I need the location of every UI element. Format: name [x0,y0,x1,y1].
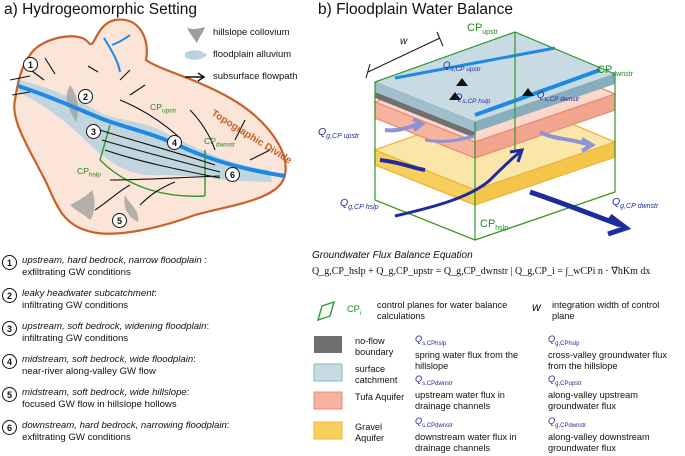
map-cp-dwnstr-label: CPdwnstr [204,136,236,149]
legend-alluvium: floodplain alluvium [213,49,292,60]
spring-dwnstr-icon [522,88,534,96]
map-cp-upstr-label: CPupstr [150,102,177,115]
hillslope-colluvium [66,85,78,122]
map-cp-hslp-label: CPhslp [77,166,101,179]
tufa-swatch [313,391,343,410]
drainage-channel-2 [474,68,601,117]
panel-a-title: a) Hydrogeomorphic Setting [4,1,197,18]
site-item-3: 3 upstream, soft bedrock, widening flood… [2,321,302,354]
cp-dwnstr-label: CPdwnstr [597,64,633,79]
legend-cp-i-desc: control planes for water balance calcula… [377,300,508,321]
qs-dwnstr-label: Qs,CP dwnstr [537,90,580,103]
site-list: 1 upstream, hard bedrock, narrow floodpl… [2,255,302,453]
no-flow-boundary [375,92,475,138]
w-dimension-line [365,31,444,79]
colluvium-swatch [187,27,205,43]
qg-dwnstr-arrow [529,189,632,237]
legend-w-desc: integration width of control plane [552,300,660,321]
spring-upstr-icon [456,78,468,86]
alluvium-swatch [185,50,207,60]
cp-upstr-label: CPupstr [467,22,498,37]
legend-tufa: Tufa Aquifer [355,392,405,402]
drainage-channel-1 [394,46,556,80]
hydrogeomorphic-map [9,18,287,235]
control-plane-box [374,31,616,241]
qg-upstr-arrow [384,117,426,133]
flowpath-arrow-icon [185,72,206,82]
qg-upstr-label: Qg,CP upstr [318,126,360,141]
cp-hslp-label: CPhslp [480,218,509,233]
qs-upstr-label: Qs,CP upstr [443,60,481,73]
cp-upstr-line [99,124,111,161]
legend-gravel: Gravel Aquifer [355,422,385,443]
qs-hslp-label: Qs,CP hslp [455,92,491,105]
river [17,84,286,178]
site-item-4: 4 midstream, soft bedrock, wide floodpla… [2,354,302,387]
map-marker-6: 6 [225,167,240,182]
map-marker-5: 5 [112,213,127,228]
panel-b-legend-swatches [313,300,343,440]
site-item-5: 5 midstream, soft bedrock, wide hillslop… [2,387,302,420]
site-item-1: 1 upstream, hard bedrock, narrow floodpl… [2,255,302,288]
site-item-6: 6 downstream, hard bedrock, narrowing fl… [2,420,302,453]
qg-upstr-gravel-arrow [379,158,426,172]
headwater-tributary [103,34,131,73]
map-marker-2: 2 [78,89,93,104]
map-marker-3: 3 [86,124,101,139]
qg-hslp-arrow [394,148,525,218]
legend-colluvium: hillslope collovium [213,27,290,38]
legend-noflow: no-flow boundary [355,336,394,357]
equation-title: Groundwater Flux Balance Equation [312,250,473,261]
legend-w-symbol: w [532,300,541,314]
subsurface-flowpaths [9,57,271,211]
noflow-swatch [314,336,342,353]
floodplain-block-diagram [365,31,632,241]
panel-a-legend-symbols [185,27,207,82]
cp-i-swatch [316,300,336,322]
map-marker-4: 4 [167,135,182,150]
site-item-2: 2 leaky headwater subcatchment:infiltrat… [2,288,302,321]
gravel-swatch [313,421,343,440]
surface-swatch [313,363,343,382]
spring-hslp-icon [449,92,461,100]
qg-dwnstr-label: Qg,CP dwnstr [612,196,659,211]
legend-cp-i-label: CPi [347,304,362,317]
w-label: w [400,36,408,47]
flux-balance-equation: Q_g,CP_hslp + Q_g,CP_upstr = Q_g,CP_dwns… [312,266,651,277]
map-marker-1: 1 [23,57,38,72]
cp-hslp-line [99,159,206,197]
legend-surface: surface catchment [355,364,398,385]
panel-b-title: b) Floodplain Water Balance [318,1,513,18]
qg-hslp-label: Qg,CP hslp [340,197,379,212]
legend-flowpath: subsurface flowpath [213,71,298,82]
